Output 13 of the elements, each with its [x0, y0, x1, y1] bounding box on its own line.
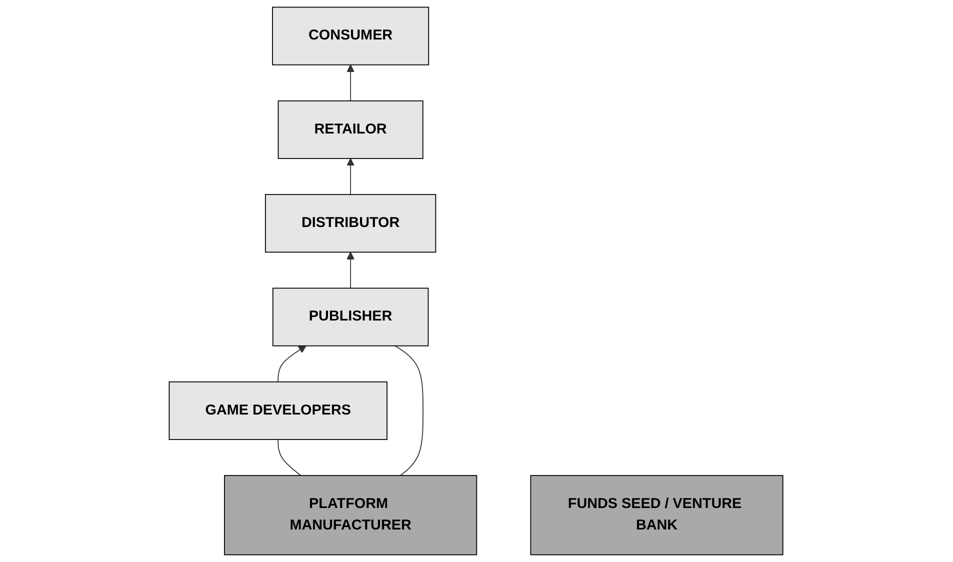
connector	[278, 439, 302, 476]
arrow	[278, 345, 307, 382]
node-box: RETAILOR	[278, 100, 424, 159]
node-box: CONSUMER	[272, 6, 430, 66]
node-box: PUBLISHER	[272, 288, 430, 346]
connector	[395, 345, 424, 476]
node-box: GAME DEVELOPERS	[169, 381, 388, 440]
node-box: DISTRIBUTOR	[265, 194, 437, 253]
node-box: FUNDS SEED / VENTURE BANK	[530, 475, 784, 556]
arrow	[347, 158, 355, 195]
arrow	[347, 64, 355, 102]
node-box: PLATFORM MANUFACTURER	[224, 475, 478, 556]
arrow	[347, 252, 355, 289]
